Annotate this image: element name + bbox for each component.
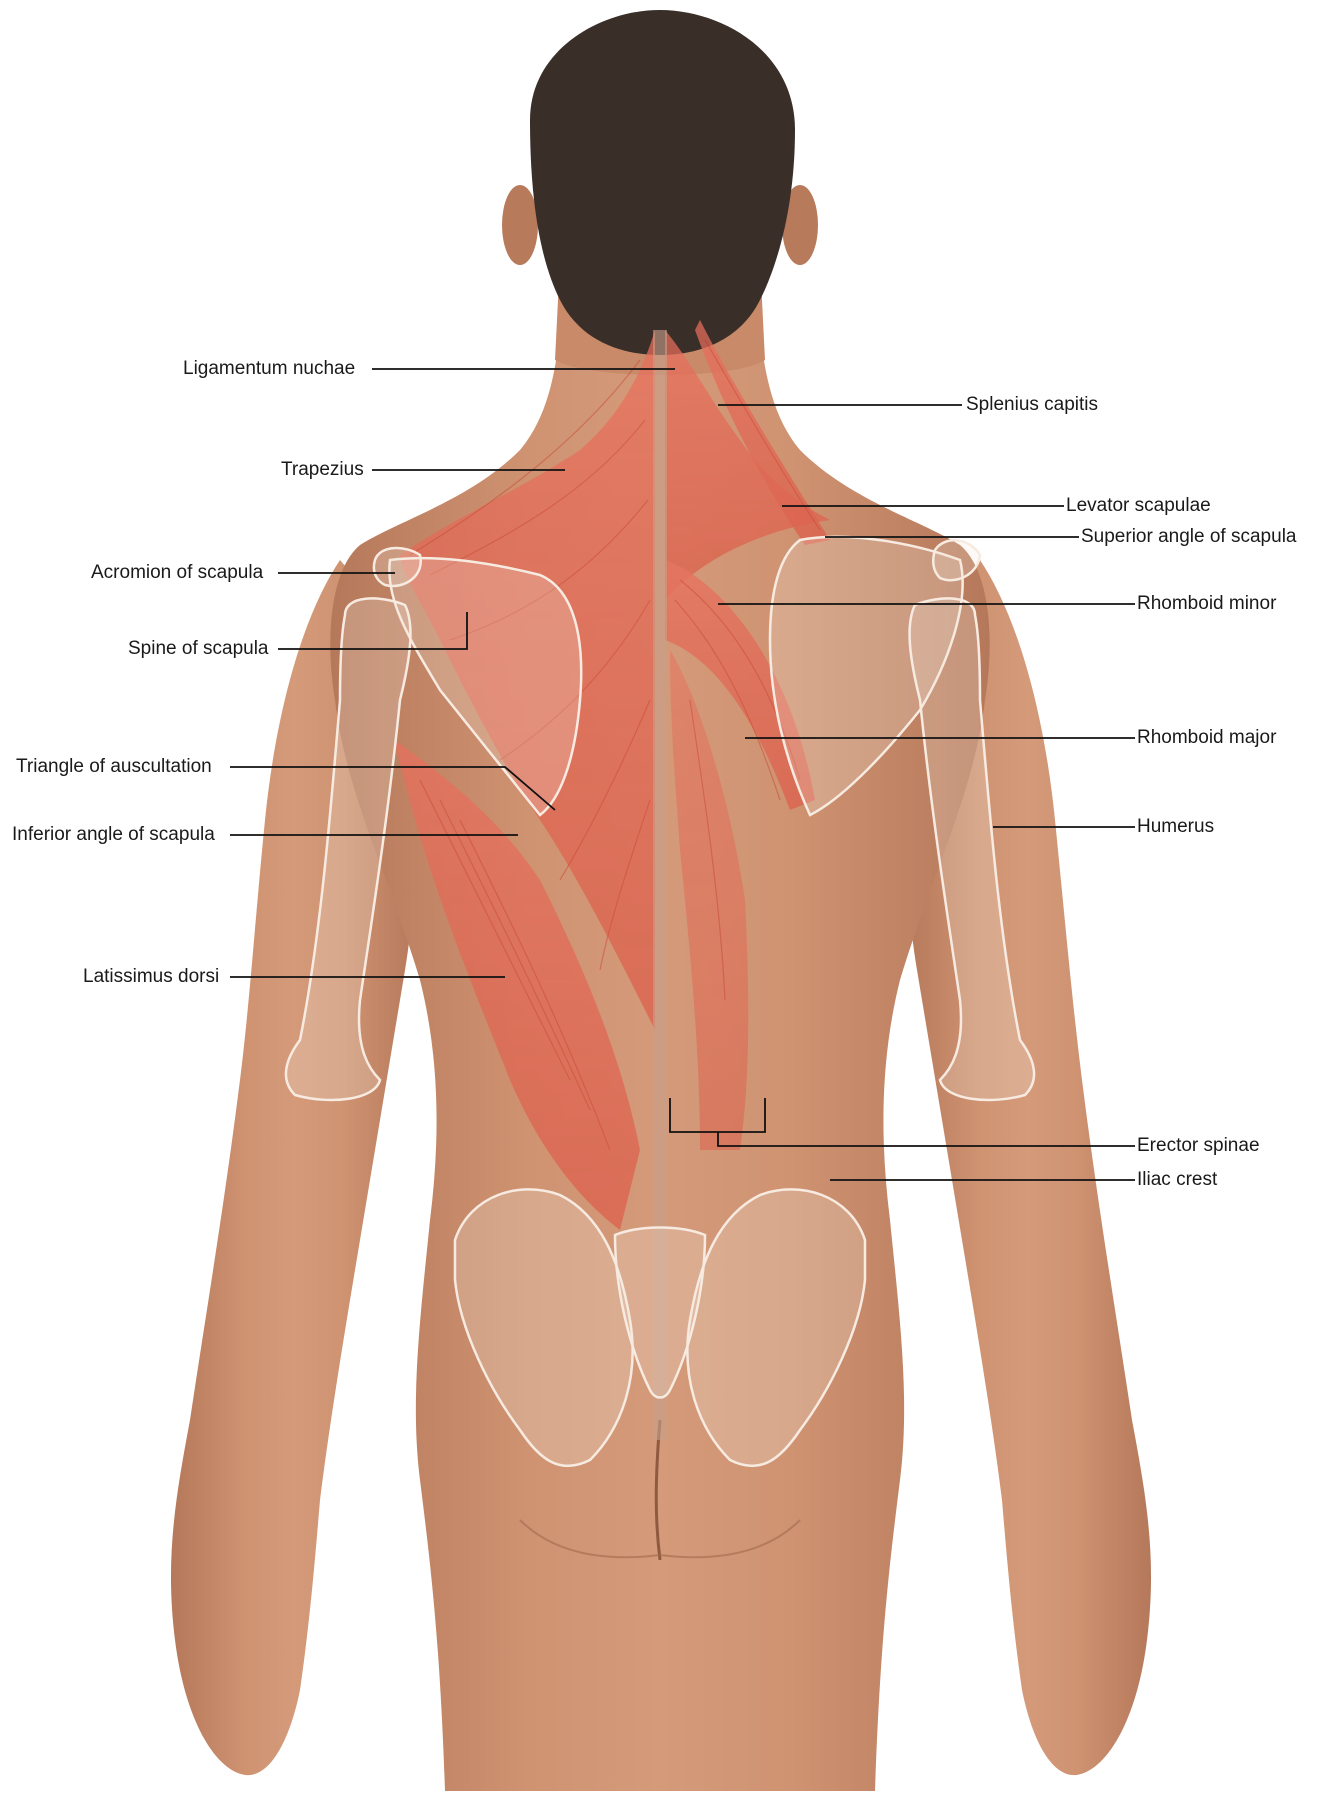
label-acromion-of-scapula: Acromion of scapula (91, 562, 263, 584)
label-ligamentum-nuchae: Ligamentum nuchae (183, 358, 355, 380)
label-iliac-crest: Iliac crest (1137, 1169, 1217, 1191)
label-inferior-angle-of-scapula: Inferior angle of scapula (12, 824, 215, 846)
label-latissimus-dorsi: Latissimus dorsi (83, 966, 219, 988)
label-triangle-of-auscultation: Triangle of auscultation (16, 756, 212, 778)
label-spine-of-scapula: Spine of scapula (128, 638, 269, 660)
hair (530, 10, 795, 355)
label-rhomboid-major: Rhomboid major (1137, 727, 1276, 749)
label-splenius-capitis: Splenius capitis (966, 394, 1098, 416)
label-humerus: Humerus (1137, 816, 1214, 838)
label-rhomboid-minor: Rhomboid minor (1137, 593, 1276, 615)
head (502, 10, 818, 355)
label-trapezius: Trapezius (281, 459, 364, 481)
label-levator-scapulae: Levator scapulae (1066, 495, 1211, 517)
label-superior-angle-of-scapula: Superior angle of scapula (1081, 526, 1296, 548)
label-erector-spinae: Erector spinae (1137, 1135, 1260, 1157)
